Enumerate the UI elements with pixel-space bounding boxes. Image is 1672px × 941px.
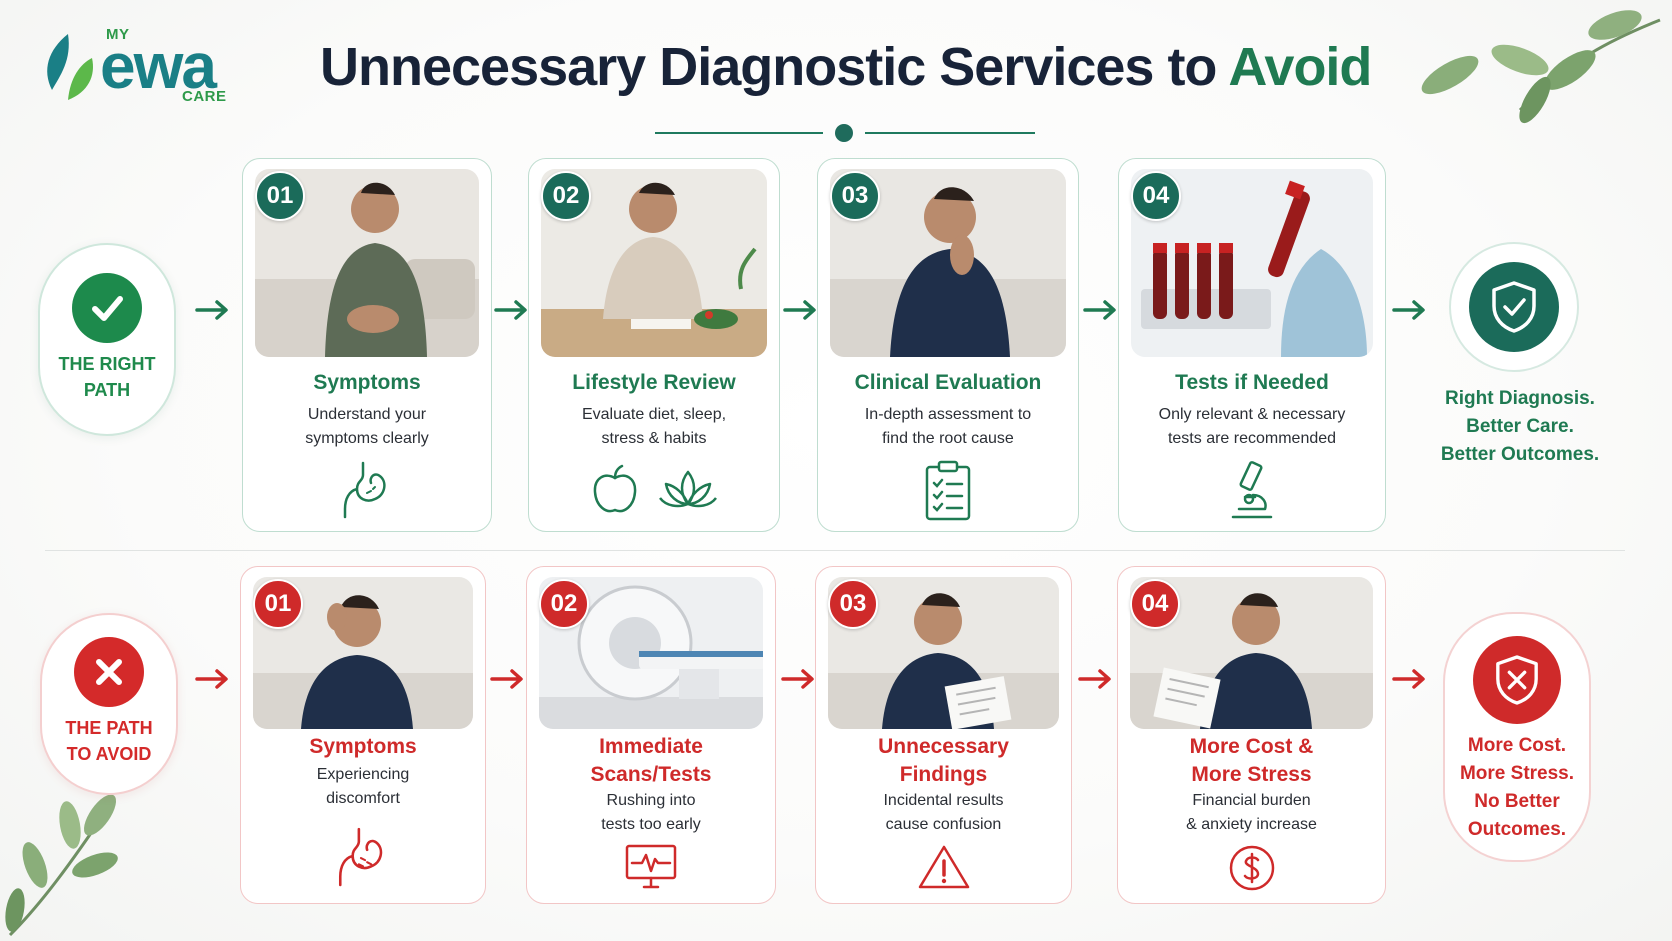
shield-check-icon [1469, 262, 1559, 352]
arrow-right-icon [1083, 300, 1116, 320]
page-title: Unnecessary Diagnostic Services to Avoid [320, 36, 1420, 98]
right-step-card: 02 Lifestyle Review Evaluate diet, sleep… [528, 158, 780, 532]
step-title: Lifestyle Review [572, 371, 736, 394]
arrow-right-icon [1078, 669, 1111, 689]
step-description: Experiencing discomfort [316, 766, 410, 807]
step-description: Understand your symptoms clearly [305, 406, 429, 447]
logo-my: MY [106, 26, 130, 43]
step-description: Financial burden & anxiety increase [1186, 792, 1317, 833]
arrow-right-icon [1392, 300, 1425, 320]
title-main: Unnecessary Diagnostic Services to [320, 37, 1217, 97]
avoid-step-card: 02 Immediate Scans/Tests Rushing into te… [526, 566, 776, 904]
row-divider [45, 550, 1625, 551]
step-description: Only relevant & necessary tests are reco… [1158, 406, 1346, 447]
step-title: Immediate Scans/Tests [590, 735, 712, 786]
right-path-label: THE RIGHT PATH [58, 354, 156, 400]
photo-blood-test-tubes [1131, 169, 1373, 357]
arrow-right-icon [781, 669, 814, 689]
right-outcome-badge [1449, 242, 1579, 372]
lotus-icon [659, 470, 717, 508]
step-description: In-depth assessment to find the root cau… [864, 406, 1032, 447]
step-description: Evaluate diet, sleep, stress & habits [581, 406, 727, 447]
avoid-path-label: THE PATH TO AVOID [65, 718, 153, 764]
photo-man-holding-stomach [255, 169, 479, 357]
monitor-pulse-icon [625, 844, 677, 889]
title-accent: Avoid [1228, 37, 1372, 97]
warning-icon [918, 845, 969, 889]
right-step-card: 04 Tests if Needed Only relevant & neces… [1118, 158, 1386, 532]
avoid-step-card: 03 Unnecessary Findings Incidental resul… [815, 566, 1072, 904]
step-title: Tests if Needed [1175, 371, 1329, 394]
dollar-icon [1229, 845, 1274, 891]
step-title: Symptoms [309, 735, 417, 758]
right-path-badge: THE RIGHT PATH [38, 243, 176, 436]
avoid-outcome-text: More Cost. More Stress. No Better Outcom… [1459, 735, 1575, 840]
clipboard-checklist-icon [925, 460, 971, 521]
avoid-path-badge: THE PATH TO AVOID [40, 613, 178, 795]
step-number: 02 [541, 171, 591, 221]
step-number: 01 [255, 171, 305, 221]
avoid-step-card: 04 More Cost & More Stress Financial bur… [1117, 566, 1386, 904]
avoid-step-card: 01 Symptoms Experiencing discomfort [240, 566, 486, 904]
right-step-card: 03 Clinical Evaluation In-depth assessme… [817, 158, 1079, 532]
step-description: Incidental results cause confusion [883, 792, 1004, 833]
leaf-decoration-bottom-left [5, 794, 118, 937]
title-divider [655, 123, 1035, 143]
avoid-outcome-badge [1443, 612, 1591, 862]
myewa-care-logo: MY ewa CARE [38, 26, 258, 116]
arrow-right-icon [195, 300, 228, 320]
step-title: Clinical Evaluation [854, 371, 1042, 394]
step-title: Unnecessary Findings [878, 735, 1009, 786]
stomach-pain-icon [338, 827, 383, 887]
step-number: 04 [1130, 579, 1180, 629]
step-description: Rushing into tests too early [601, 792, 701, 833]
right-outcome-text: Right Diagnosis. Better Care. Better Out… [1440, 388, 1600, 465]
arrow-right-icon [195, 669, 228, 689]
arrow-right-icon [494, 300, 527, 320]
logo-brand: ewa [100, 30, 217, 102]
leaf-logo-icon [47, 34, 93, 100]
photo-man-worried-bill [1130, 577, 1373, 729]
step-title: Symptoms [313, 371, 421, 394]
stomach-icon [343, 461, 386, 519]
cross-icon [74, 637, 144, 707]
right-step-card: 01 Symptoms Understand your symptoms cle… [242, 158, 492, 532]
step-number: 04 [1131, 171, 1181, 221]
leaf-decoration-top-right [1421, 10, 1661, 124]
step-number: 02 [539, 579, 589, 629]
apple-icon [593, 464, 637, 513]
microscope-icon [1231, 461, 1273, 519]
arrow-right-icon [490, 669, 523, 689]
step-number: 03 [828, 579, 878, 629]
arrow-right-icon [1392, 669, 1425, 689]
arrow-right-icon [783, 300, 816, 320]
step-number: 03 [830, 171, 880, 221]
step-number: 01 [253, 579, 303, 629]
checkmark-icon [72, 273, 142, 343]
step-title: More Cost & More Stress [1189, 735, 1314, 786]
photo-man-headache [253, 577, 473, 729]
shield-cross-icon [1473, 636, 1561, 724]
logo-care: CARE [182, 88, 227, 105]
